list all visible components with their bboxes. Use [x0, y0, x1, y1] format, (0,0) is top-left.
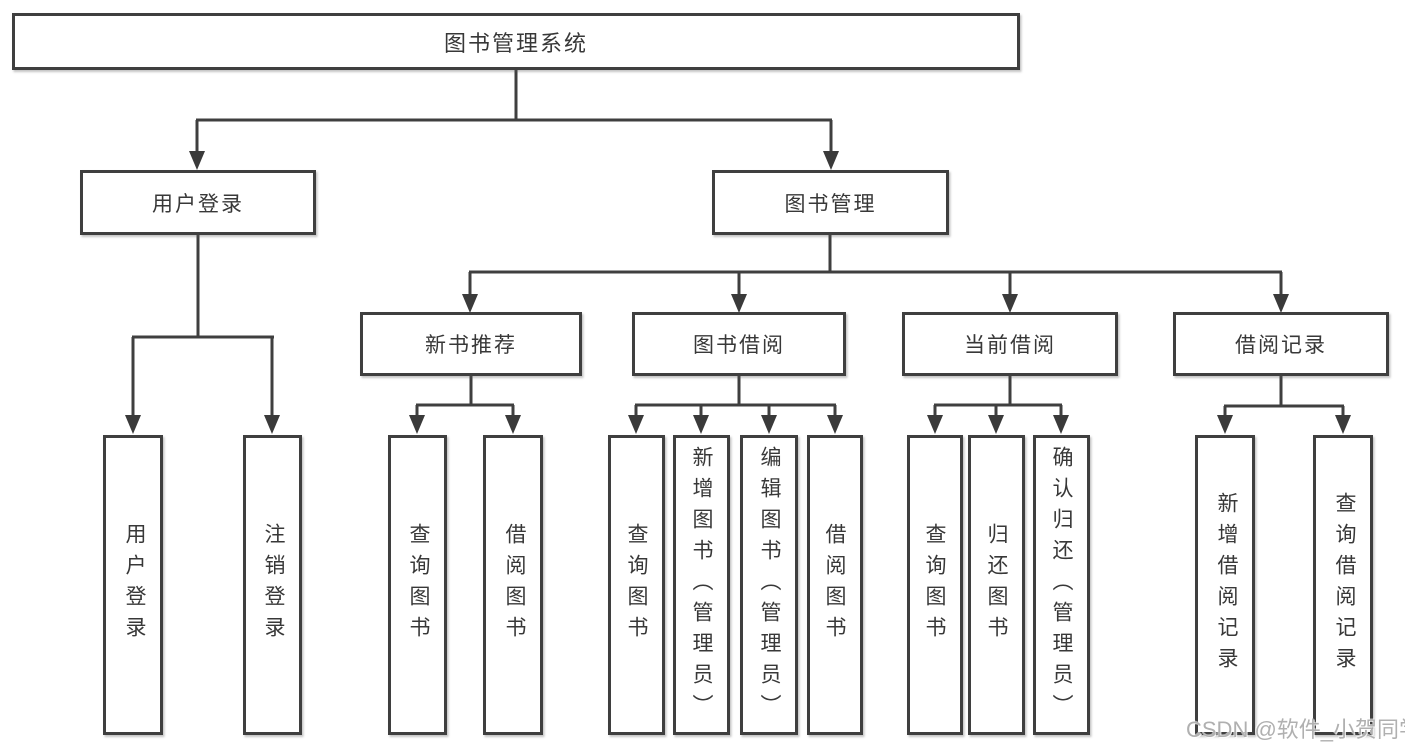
node-root-library-system: 图书管理系统	[12, 13, 1020, 70]
leaf-borrow-books: 借阅图书	[807, 435, 863, 735]
node-book-management: 图书管理	[712, 170, 949, 235]
leaf-query-borrow-record: 查询借阅记录	[1313, 435, 1373, 735]
node-borrow-records: 借阅记录	[1173, 312, 1389, 376]
leaf-query-books-borrow: 查询图书	[608, 435, 665, 735]
csdn-watermark: CSDN @软件_小贺同学	[1186, 717, 1405, 742]
node-current-borrow: 当前借阅	[902, 312, 1118, 376]
leaf-add-borrow-record: 新增借阅记录	[1195, 435, 1255, 735]
node-new-book-recommend: 新书推荐	[360, 312, 582, 376]
leaf-add-book-admin: 新增图书（管理员）	[673, 435, 730, 735]
leaf-return-book: 归还图书	[968, 435, 1025, 735]
node-user-login: 用户登录	[80, 170, 316, 235]
leaf-logout: 注销登录	[243, 435, 302, 735]
leaf-confirm-return-admin: 确认归还（管理员）	[1033, 435, 1090, 735]
leaf-query-books-recommend: 查询图书	[388, 435, 447, 735]
leaf-user-login: 用户登录	[103, 435, 163, 735]
leaf-query-books-current: 查询图书	[907, 435, 963, 735]
node-book-borrow: 图书借阅	[632, 312, 846, 376]
arrowheads	[125, 151, 1351, 434]
leaf-borrow-books-recommend: 借阅图书	[483, 435, 543, 735]
leaf-edit-book-admin: 编辑图书（管理员）	[740, 435, 798, 735]
